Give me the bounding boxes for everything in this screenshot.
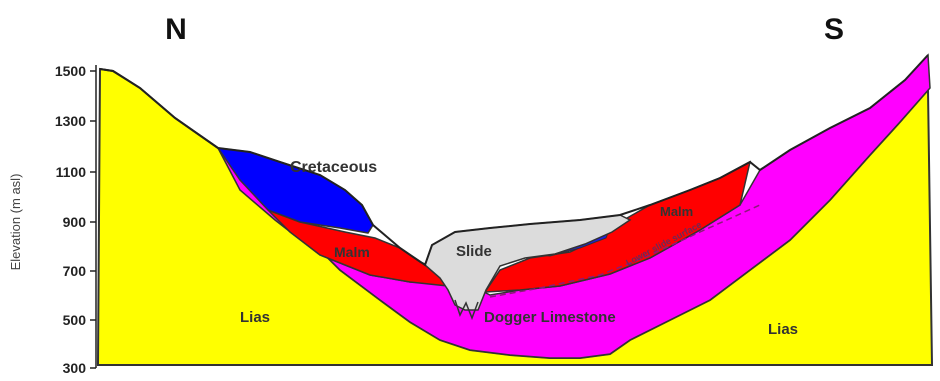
north-label: N	[165, 13, 187, 46]
y-tick-label-1500: 1500	[55, 63, 86, 79]
malm-north-label: Malm	[334, 244, 370, 260]
y-tick-label-500: 500	[63, 312, 87, 328]
y-tick-label-700: 700	[63, 263, 87, 279]
slide-label: Slide	[456, 243, 492, 260]
y-axis-title: Elevation (m asl)	[8, 174, 23, 271]
y-tick-label-1100: 1100	[56, 164, 87, 180]
y-tick-label-300: 300	[63, 360, 87, 376]
malm-south-label: Malm	[660, 204, 693, 219]
y-tick-label-900: 900	[63, 214, 87, 230]
lias-north-label: Lias	[240, 309, 270, 326]
y-tick-label-1300: 1300	[55, 113, 86, 129]
lias-south-label: Lias	[768, 321, 798, 338]
south-label: S	[824, 13, 844, 46]
dogger-limestone-label: Dogger Limestone	[484, 309, 616, 326]
cretaceous-label: Cretaceous	[290, 159, 377, 176]
